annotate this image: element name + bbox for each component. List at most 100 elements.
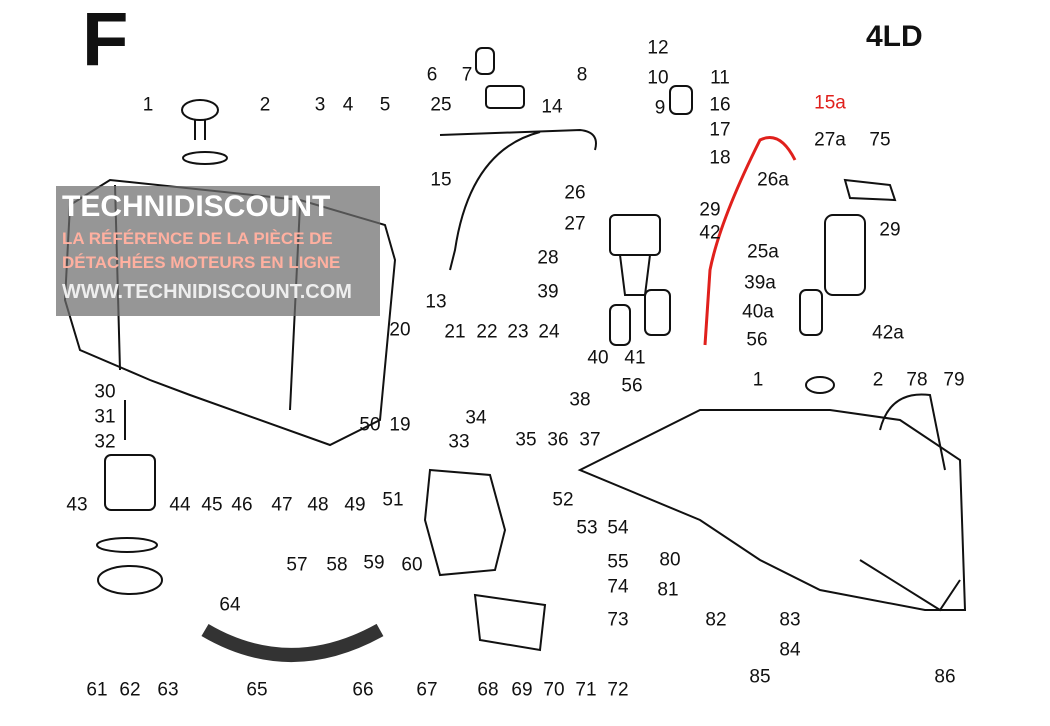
watermark-band: TECHNIDISCOUNT LA RÉFÉRENCE DE LA PIÈCE … (56, 186, 380, 316)
part-label: 10 (647, 67, 669, 89)
part-label: 65 (246, 679, 268, 701)
part-label: 38 (569, 389, 591, 411)
part-label: 1 (752, 369, 764, 391)
part-label: 59 (363, 552, 385, 574)
part-label: 49 (344, 494, 366, 516)
part-label: 37 (579, 429, 601, 451)
part-label: 86 (934, 666, 956, 688)
part-label: 16 (709, 94, 731, 116)
fuel-filter (104, 454, 156, 511)
part-label: 39a (744, 272, 776, 294)
part-label: 8 (576, 64, 588, 86)
section-letter: F (82, 0, 129, 82)
part-label: 15 (430, 169, 452, 191)
filler-cap (181, 99, 219, 121)
part-label: 20 (389, 319, 411, 341)
lift-pump (423, 468, 507, 577)
part-label: 39 (537, 281, 559, 303)
part-label: 11 (710, 67, 730, 89)
part-label: 56 (746, 329, 768, 351)
part-label: 17 (709, 119, 731, 141)
hose (201, 623, 384, 662)
part-label: 31 (94, 406, 116, 428)
part-label: 19 (389, 414, 411, 436)
watermark-url: WWW.TECHNIDISCOUNT.COM (62, 281, 352, 303)
part-label: 22 (476, 321, 498, 343)
part-label: 69 (511, 679, 533, 701)
part-label: 42a (872, 322, 904, 344)
part-label: 26a (757, 169, 789, 191)
part-label: 80 (659, 549, 681, 571)
red-fuel-pipe (703, 136, 797, 346)
watermark-line2: DÉTACHÉES MOTEURS EN LIGNE (62, 253, 341, 272)
part-label: 26 (564, 182, 586, 204)
fuel-pipe (439, 128, 597, 271)
part-label: 5 (379, 94, 391, 116)
part-label: 56 (621, 375, 643, 397)
part-label: 73 (607, 609, 629, 631)
part-label: 41 (624, 347, 646, 369)
part-label: 43 (66, 494, 88, 516)
part-label: 29 (879, 219, 901, 241)
part-label: 48 (307, 494, 329, 516)
part-label: 66 (352, 679, 374, 701)
part-label: 57 (286, 554, 308, 576)
injector (609, 214, 661, 256)
part-label: 46 (231, 494, 253, 516)
part-label: 81 (657, 579, 679, 601)
part-label: 82 (705, 609, 727, 631)
part-label: 74 (607, 576, 629, 598)
part-label: 9 (654, 97, 666, 119)
part-label: 68 (477, 679, 499, 701)
part-label: 14 (541, 96, 563, 118)
part-label: 2 (872, 369, 884, 391)
part-label: 71 (575, 679, 597, 701)
part-label: 21 (444, 321, 466, 343)
part-label: 34 (465, 407, 487, 429)
part-label: 58 (326, 554, 348, 576)
watermark-brand: TECHNIDISCOUNT (62, 190, 331, 223)
part-label: 40a (742, 301, 774, 323)
part-label: 61 (86, 679, 108, 701)
part-label: 3 (314, 94, 326, 116)
part-label: 85 (749, 666, 771, 688)
part-label: 24 (538, 321, 560, 343)
part-label: 23 (507, 321, 529, 343)
part-label: 79 (943, 369, 965, 391)
part-label: 70 (543, 679, 565, 701)
part-label: 27 (564, 213, 586, 235)
part-label: 27a (814, 129, 846, 151)
part-label: 32 (94, 431, 116, 453)
part-label: 13 (425, 291, 447, 313)
part-label: 4 (342, 94, 354, 116)
part-label: 51 (382, 489, 404, 511)
part-label: 6 (426, 64, 438, 86)
part-label: 83 (779, 609, 801, 631)
part-label: 53 (576, 517, 598, 539)
part-label: 52 (552, 489, 574, 511)
part-label: 30 (94, 381, 116, 403)
part-label: 18 (709, 147, 731, 169)
part-label: 63 (157, 679, 179, 701)
part-label: 25a (747, 241, 779, 263)
part-label: 35 (515, 429, 537, 451)
part-label: 44 (169, 494, 191, 516)
part-label: 2 (259, 94, 271, 116)
part-label: 28 (537, 247, 559, 269)
part-label: 33 (448, 431, 470, 453)
part-label: 40 (587, 347, 609, 369)
part-label: 29 (699, 199, 721, 221)
part-label: 47 (271, 494, 293, 516)
part-label: 84 (779, 639, 801, 661)
part-label: 72 (607, 679, 629, 701)
part-label: 67 (416, 679, 438, 701)
part-label: 62 (119, 679, 141, 701)
part-label: 60 (401, 554, 423, 576)
part-label: 42 (699, 222, 721, 244)
part-label: 50 (359, 414, 381, 436)
part-label: 64 (219, 594, 241, 616)
part-label: 55 (607, 551, 629, 573)
part-label: 7 (461, 64, 473, 86)
